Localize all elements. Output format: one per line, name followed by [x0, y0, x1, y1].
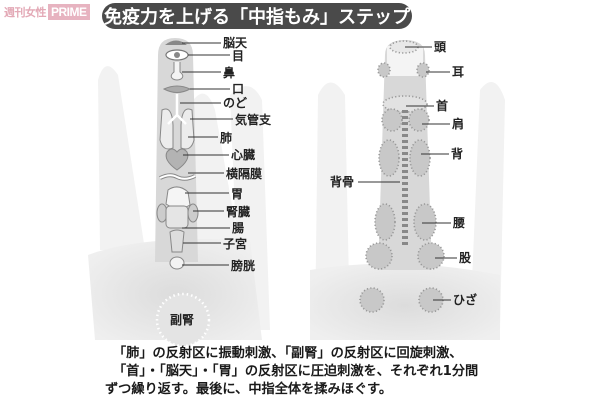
label-back: 背 — [451, 147, 464, 161]
label-throat: のど — [223, 96, 248, 110]
label-bronchi: 気管支 — [235, 113, 272, 127]
label-lungs: 肺 — [220, 131, 233, 145]
label-nose: 鼻 — [223, 66, 236, 80]
spine — [402, 110, 408, 245]
label-spine: 背骨 — [330, 175, 355, 189]
caption-line-1: 「肺」の反射区に振動刺激、「副腎」の反射区に回旋刺激、 — [113, 346, 463, 361]
label-neck: 首 — [436, 99, 449, 113]
label-head: 頭 — [434, 40, 447, 54]
label-knee: ひざ — [453, 293, 478, 307]
label-mouth: 口 — [232, 82, 245, 96]
label-adrenal: 副腎 — [170, 313, 195, 327]
label-uterus: 子宮 — [223, 237, 248, 251]
label-diaphragm: 横隔膜 — [226, 167, 263, 181]
label-waist: 腰 — [453, 216, 466, 230]
label-hip: 股 — [459, 251, 472, 265]
label-eye: 目 — [232, 49, 245, 63]
page-title: 免疫力を上げる「中指もみ」ステップ — [102, 3, 412, 29]
label-ear: 耳 — [452, 65, 465, 79]
label-intestines: 腸 — [232, 221, 245, 235]
site-logo: 週刊女性 PRIME — [2, 3, 90, 21]
label-shoulder: 肩 — [452, 117, 465, 131]
label-brain-top: 脳天 — [223, 36, 248, 50]
caption-line-2: 「首」・「脳天」・「胃」の反射区に圧迫刺激を、それぞれ1分間 — [113, 364, 479, 379]
instruction-caption: 「肺」の反射区に振動刺激、「副腎」の反射区に回旋刺激、 「首」・「脳天」・「胃」… — [105, 345, 533, 399]
label-bladder: 膀胱 — [231, 259, 256, 273]
logo-japanese-text: 週刊女性 — [4, 6, 47, 19]
label-heart: 心臓 — [231, 148, 256, 162]
logo-prime-text: PRIME — [48, 4, 90, 20]
label-kidneys: 腎臓 — [226, 205, 251, 219]
label-stomach: 胃 — [231, 187, 244, 201]
left-hand-palm — [88, 38, 270, 348]
right-hand-back — [310, 40, 505, 340]
caption-line-3: ずつ繰り返す。最後に、中指全体を揉みほぐす。 — [105, 382, 393, 397]
